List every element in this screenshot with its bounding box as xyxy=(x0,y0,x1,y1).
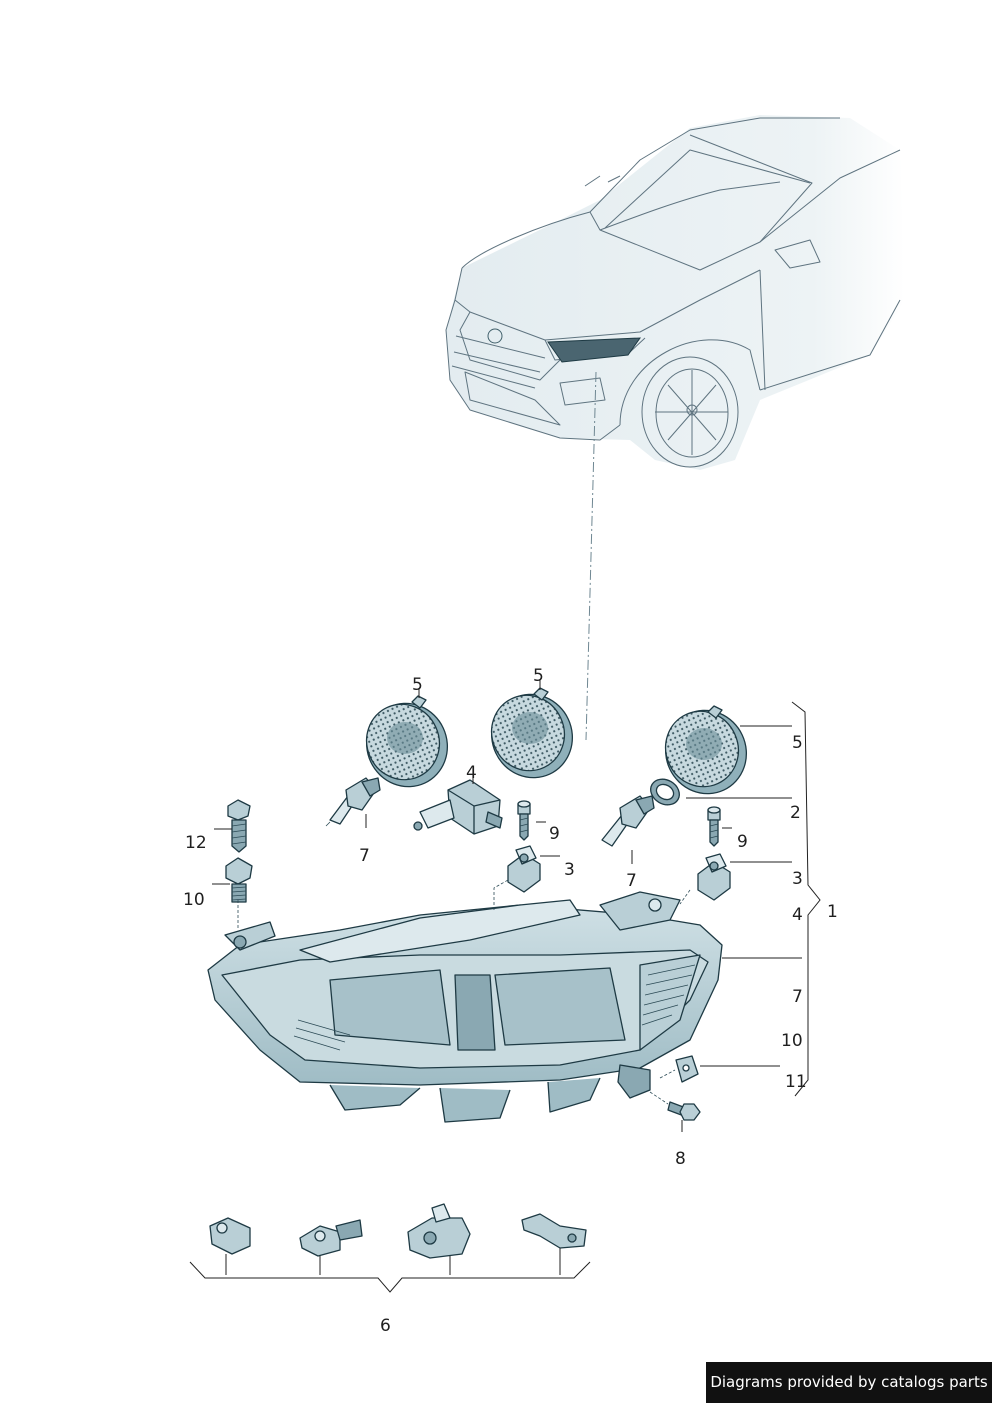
bulb-cover-center xyxy=(490,687,574,779)
callout-11: 11 xyxy=(785,1072,807,1092)
callout-9-left: 9 xyxy=(549,824,560,844)
callout-10-left: 10 xyxy=(183,890,205,910)
bulb-cover-right xyxy=(664,705,748,795)
callout-5-center: 5 xyxy=(533,666,544,686)
callout-3-left: 3 xyxy=(564,860,575,880)
callout-7-center: 7 xyxy=(626,871,637,891)
bulb-left xyxy=(325,777,381,827)
callout-3-right: 3 xyxy=(792,869,803,889)
clip-nut-3-left xyxy=(507,845,541,893)
screw-8 xyxy=(667,1101,701,1121)
clip-11 xyxy=(675,1055,699,1083)
credit-banner: Diagrams provided by catalogs parts xyxy=(706,1362,992,1403)
callout-7-left: 7 xyxy=(359,846,370,866)
clip-nut-3-right xyxy=(697,853,731,901)
screw-9-right xyxy=(707,806,721,847)
repair-bracket-1 xyxy=(209,1217,251,1255)
callout-labels: 5 5 5 4 4 2 9 9 3 3 12 10 10 7 7 7 1 11 … xyxy=(183,666,838,1336)
callout-6: 6 xyxy=(380,1316,391,1336)
callout-4-motor: 4 xyxy=(466,763,477,783)
screw-12 xyxy=(227,799,251,853)
stud-10 xyxy=(225,857,253,903)
screw-9-left xyxy=(517,800,531,841)
bulb-retaining-ring xyxy=(650,778,680,806)
callout-10-right: 10 xyxy=(781,1031,803,1051)
reference-line xyxy=(585,371,597,741)
callout-5-right: 5 xyxy=(792,733,803,753)
repair-bracket-2 xyxy=(299,1219,363,1257)
callout-4-bracket: 4 xyxy=(792,905,803,925)
repair-bracket-3 xyxy=(407,1203,471,1259)
leader-lines xyxy=(189,680,821,1293)
vehicle-illustration xyxy=(445,115,905,470)
headlamp-assembly xyxy=(207,891,723,1123)
callout-12: 12 xyxy=(185,833,207,853)
adjuster-motor xyxy=(413,779,503,835)
bulb-right xyxy=(601,795,655,847)
callout-9-right: 9 xyxy=(737,832,748,852)
callout-8: 8 xyxy=(675,1149,686,1169)
callout-7-right: 7 xyxy=(792,987,803,1007)
callout-5-left: 5 xyxy=(412,675,423,695)
repair-bracket-4 xyxy=(521,1213,587,1249)
bulb-cover-left xyxy=(365,695,449,788)
callout-2: 2 xyxy=(790,803,801,823)
callout-1: 1 xyxy=(827,902,838,922)
